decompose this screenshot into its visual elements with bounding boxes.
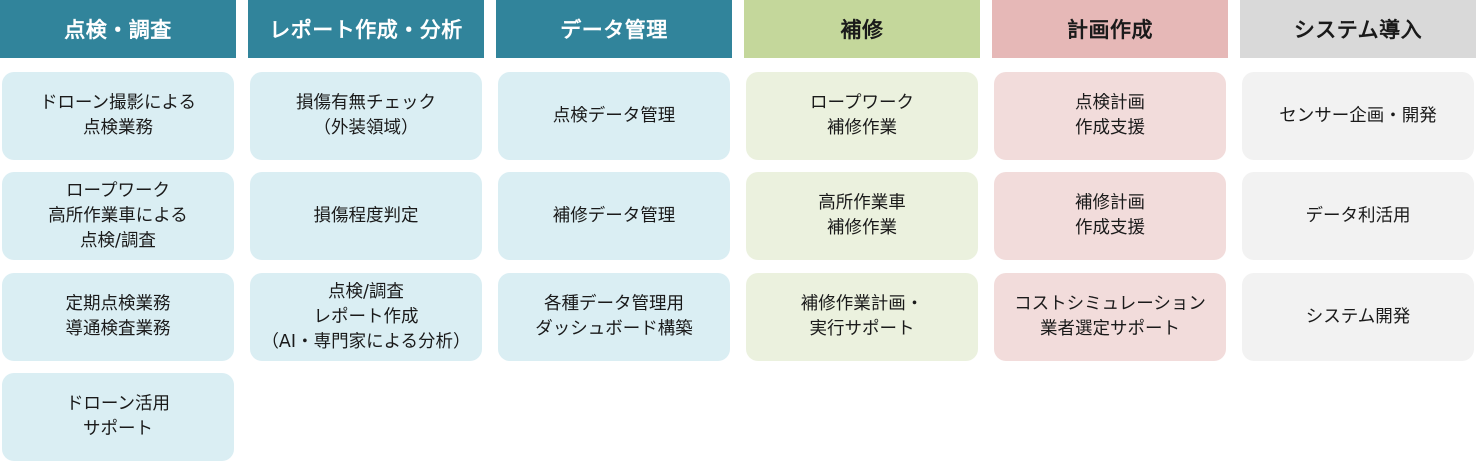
service-card-label: 点検データ管理 bbox=[552, 105, 676, 126]
service-card-label: コストシミュレーション 業者選定サポート bbox=[1014, 294, 1206, 339]
column-report-analysis: レポート作成・分析損傷有無チェック （外装領域） 損傷程度判定点検/調査 レポート… bbox=[248, 0, 484, 462]
service-card-label: システム開発 bbox=[1305, 306, 1411, 327]
service-card-label: センサー企画・開発 bbox=[1279, 105, 1437, 126]
service-card: 高所作業車 補修作業 bbox=[746, 172, 978, 260]
service-card-label: 定期点検業務 導通検査業務 bbox=[65, 294, 171, 339]
column-header: 補修 bbox=[744, 0, 980, 58]
service-card: ロープワーク 高所作業車による 点検/調査 bbox=[2, 172, 234, 260]
column-system-introduction: システム導入センサー企画・開発データ利活用システム開発 bbox=[1240, 0, 1476, 462]
service-card-label: 高所作業車 補修作業 bbox=[818, 193, 906, 238]
service-card-label: 損傷有無チェック （外装領域） bbox=[296, 93, 436, 138]
service-card: ドローン撮影による 点検業務 bbox=[2, 72, 234, 160]
service-card-label: 補修作業計画・ 実行サポート bbox=[800, 294, 924, 339]
column-data-management: データ管理点検データ管理補修データ管理各種データ管理用 ダッシュボード構築 bbox=[496, 0, 732, 462]
service-card: ドローン活用 サポート bbox=[2, 373, 234, 461]
service-card: 損傷程度判定 bbox=[250, 172, 482, 260]
service-card: 損傷有無チェック （外装領域） bbox=[250, 72, 482, 160]
service-card: データ利活用 bbox=[1242, 172, 1474, 260]
service-card-label: ドローン撮影による 点検業務 bbox=[39, 93, 197, 138]
service-card-label: 点検/調査 レポート作成 （AI・専門家による分析） bbox=[261, 281, 471, 352]
column-header: レポート作成・分析 bbox=[248, 0, 484, 58]
column-header: 計画作成 bbox=[992, 0, 1228, 58]
service-card: 補修データ管理 bbox=[498, 172, 730, 260]
service-card-label: 各種データ管理用 ダッシュボード構築 bbox=[535, 294, 693, 339]
service-card-label: ドローン活用 サポート bbox=[65, 394, 171, 439]
service-card: コストシミュレーション 業者選定サポート bbox=[994, 273, 1226, 361]
service-card: 点検計画 作成支援 bbox=[994, 72, 1226, 160]
service-card: 補修作業計画・ 実行サポート bbox=[746, 273, 978, 361]
service-card: 各種データ管理用 ダッシュボード構築 bbox=[498, 273, 730, 361]
service-card: ロープワーク 補修作業 bbox=[746, 72, 978, 160]
column-repair: 補修ロープワーク 補修作業高所作業車 補修作業補修作業計画・ 実行サポート bbox=[744, 0, 980, 462]
service-card-label: 補修データ管理 bbox=[552, 205, 676, 226]
column-header: 点検・調査 bbox=[0, 0, 236, 58]
service-card: 定期点検業務 導通検査業務 bbox=[2, 273, 234, 361]
service-card: 補修計画 作成支援 bbox=[994, 172, 1226, 260]
service-card-label: ロープワーク 高所作業車による 点検/調査 bbox=[48, 180, 188, 251]
column-inspection-survey: 点検・調査ドローン撮影による 点検業務ロープワーク 高所作業車による 点検/調査… bbox=[0, 0, 236, 462]
service-card-label: 点検計画 作成支援 bbox=[1075, 93, 1145, 138]
service-card-label: 補修計画 作成支援 bbox=[1075, 193, 1145, 238]
service-card: センサー企画・開発 bbox=[1242, 72, 1474, 160]
service-card-label: 損傷程度判定 bbox=[313, 205, 419, 226]
service-card-label: データ利活用 bbox=[1305, 205, 1411, 226]
service-card-label: ロープワーク 補修作業 bbox=[810, 93, 914, 138]
column-planning: 計画作成点検計画 作成支援補修計画 作成支援コストシミュレーション 業者選定サポ… bbox=[992, 0, 1228, 462]
column-header: システム導入 bbox=[1240, 0, 1476, 58]
service-card: システム開発 bbox=[1242, 273, 1474, 361]
service-card: 点検データ管理 bbox=[498, 72, 730, 160]
column-header: データ管理 bbox=[496, 0, 732, 58]
service-card: 点検/調査 レポート作成 （AI・専門家による分析） bbox=[250, 273, 482, 361]
